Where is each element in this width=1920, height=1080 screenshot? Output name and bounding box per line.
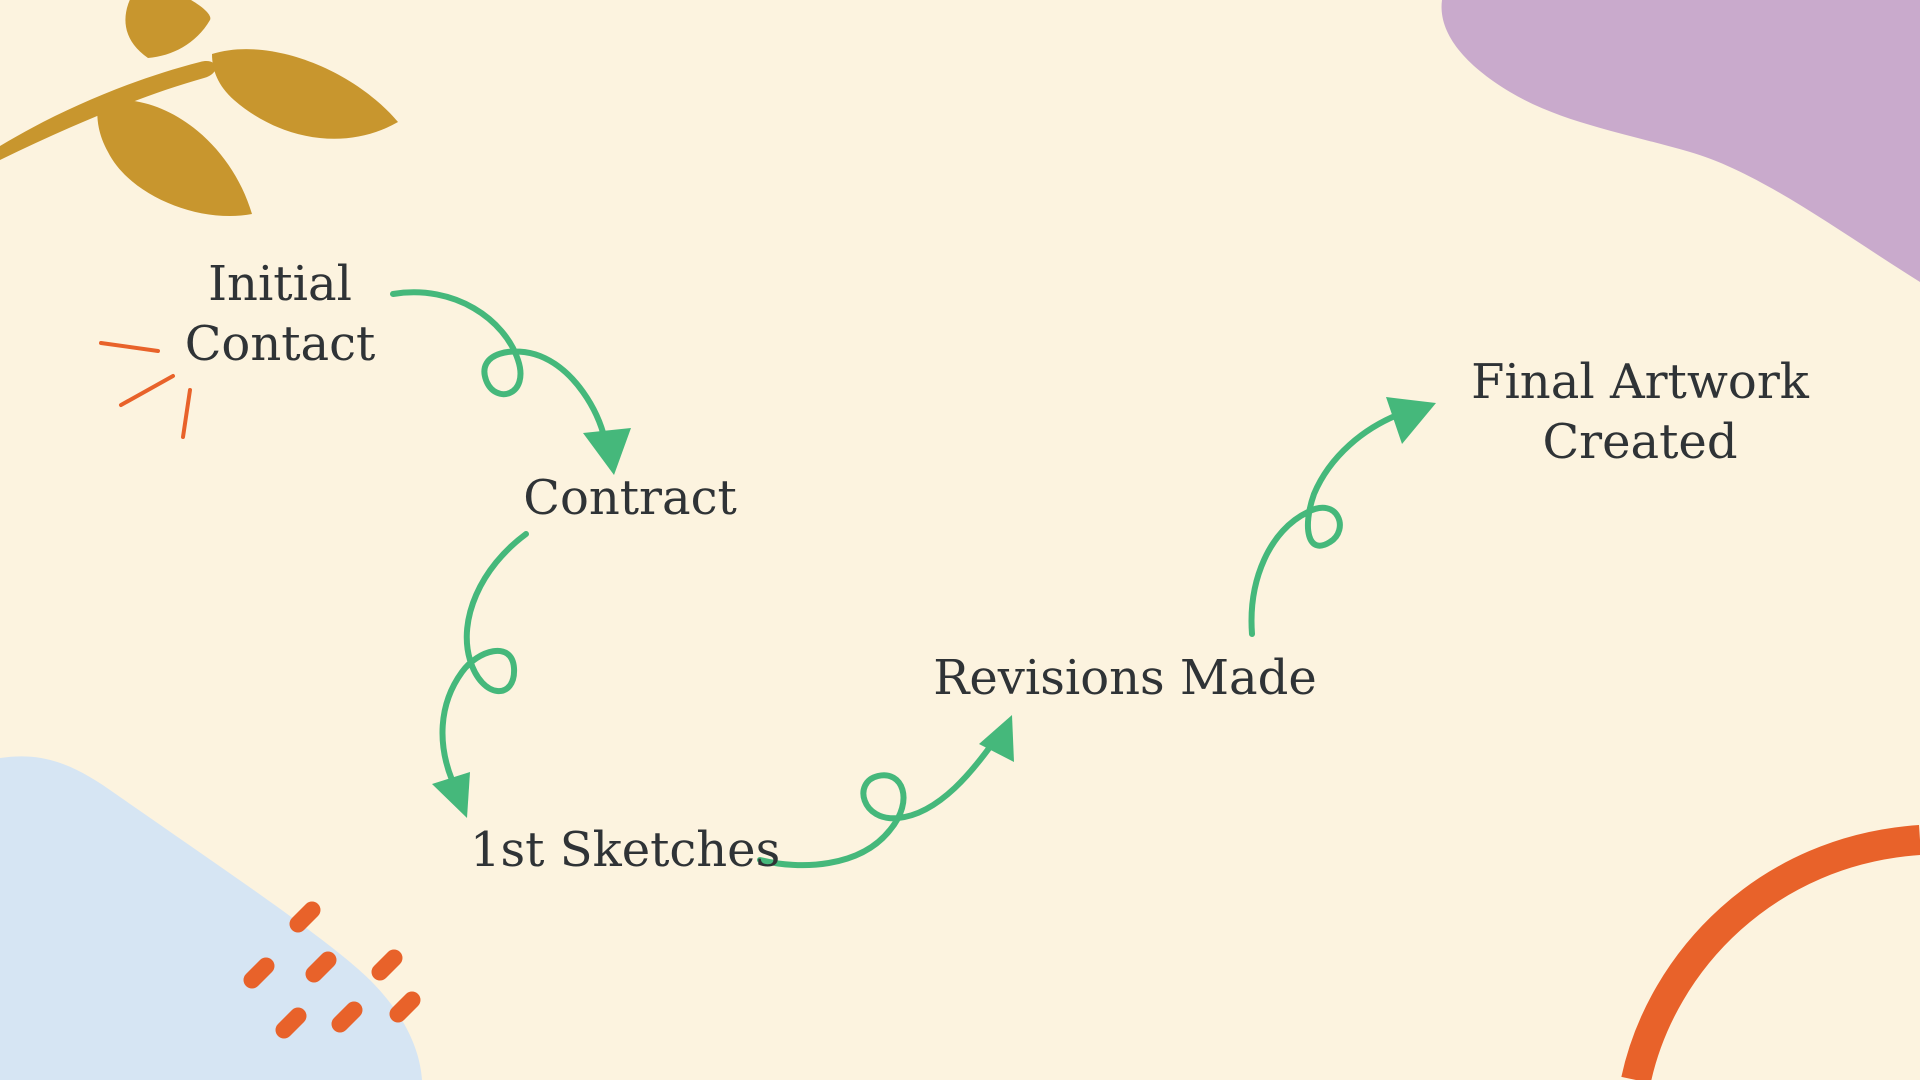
step-final-artwork-line-2: Created	[1450, 412, 1830, 472]
connector-revisions-to-final	[1252, 414, 1400, 634]
blue-blob	[0, 756, 422, 1080]
step-initial-contact: Initial Contact	[160, 254, 400, 374]
connector-contract-to-sketches	[443, 534, 526, 780]
connector-initial-to-contract	[393, 292, 605, 440]
connector-sketches-to-revisions	[760, 740, 995, 865]
arrowhead-final	[1386, 397, 1436, 444]
purple-blob	[1442, 0, 1920, 282]
step-revisions-made-label: Revisions Made	[930, 648, 1320, 708]
step-final-artwork: Final Artwork Created	[1450, 352, 1830, 472]
step-first-sketches-label: 1st Sketches	[470, 820, 760, 880]
step-contract-label: Contract	[500, 468, 760, 528]
arrowhead-sketches	[432, 772, 470, 818]
step-revisions-made: Revisions Made	[930, 648, 1320, 708]
step-initial-contact-line-1: Initial	[160, 254, 400, 314]
step-contract: Contract	[500, 468, 760, 528]
leaf-branch-icon	[0, 0, 398, 216]
step-first-sketches: 1st Sketches	[470, 820, 760, 880]
step-final-artwork-line-1: Final Artwork	[1450, 352, 1830, 412]
orange-arc	[1636, 840, 1920, 1080]
step-initial-contact-line-2: Contact	[160, 314, 400, 374]
